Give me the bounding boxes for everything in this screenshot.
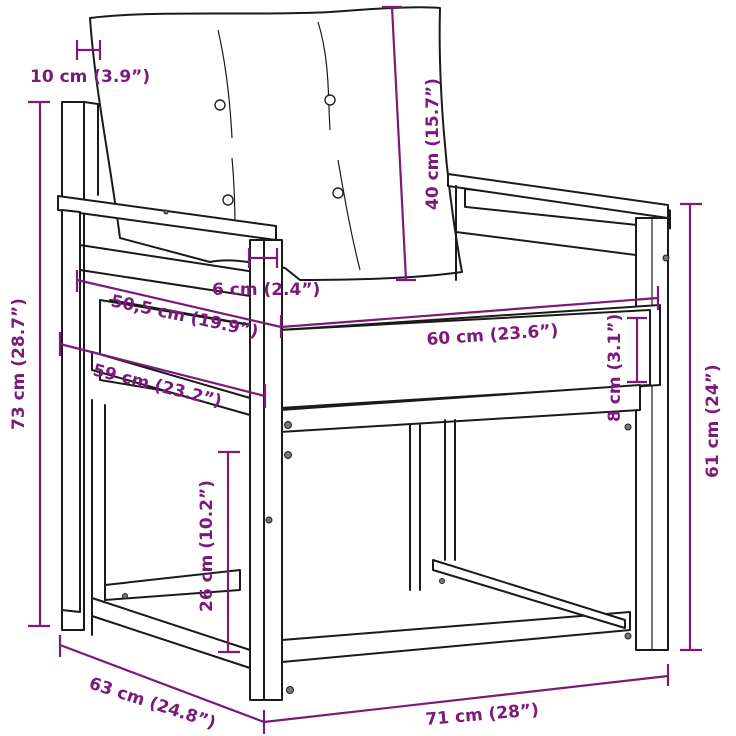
dim-overall-depth: 63 cm (24.8”) xyxy=(86,674,218,734)
dim-overall-width: 71 cm (28”) xyxy=(425,700,540,730)
dim-cushion-thickness: 10 cm (3.9”) xyxy=(30,67,150,87)
dimension-lines xyxy=(28,5,702,734)
dim-arm-height: 61 cm (24”) xyxy=(703,364,723,478)
left-armrest xyxy=(57,195,294,701)
dim-armrest-width: 6 cm (2.4”) xyxy=(212,280,320,300)
dim-back-cushion-height: 40 cm (15.7”) xyxy=(423,78,443,210)
lower-frame xyxy=(91,399,631,669)
dim-overall-height: 73 cm (28.7”) xyxy=(9,298,29,430)
dim-seat-height: 26 cm (10.2”) xyxy=(197,480,217,612)
seat-cushion xyxy=(99,299,661,411)
back-cushion xyxy=(89,6,463,281)
dim-seat-cushion-thickness: 8 cm (3.1”) xyxy=(605,314,625,422)
